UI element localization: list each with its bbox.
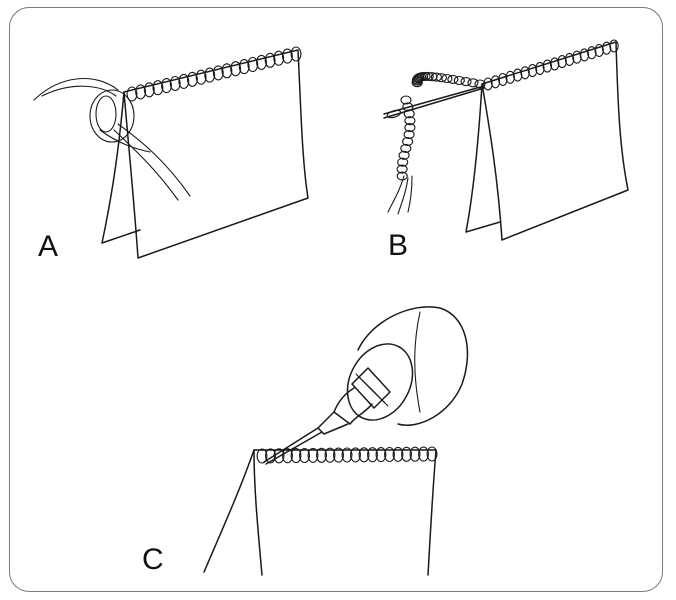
panel-b-fabric bbox=[466, 40, 628, 240]
chain-link bbox=[454, 77, 464, 85]
panel-b-thread-tails bbox=[388, 176, 412, 214]
step-label-a: A bbox=[38, 232, 58, 262]
chain-link bbox=[468, 79, 478, 87]
panel-a-fabric bbox=[102, 47, 308, 258]
panel-c-fabric bbox=[204, 447, 437, 575]
panel-b-thread-chain bbox=[397, 72, 485, 180]
chain-link bbox=[461, 78, 471, 86]
bottle-neck-ribs bbox=[356, 374, 388, 406]
panel-a-stitch-edge bbox=[127, 47, 301, 101]
panel-a-thread-knot bbox=[34, 79, 190, 200]
sealant-bottle bbox=[264, 307, 467, 464]
panel-b-needle bbox=[384, 86, 484, 119]
neck-rib bbox=[372, 390, 388, 406]
step-label-c: C bbox=[142, 545, 164, 575]
step-label-b: B bbox=[388, 231, 408, 261]
